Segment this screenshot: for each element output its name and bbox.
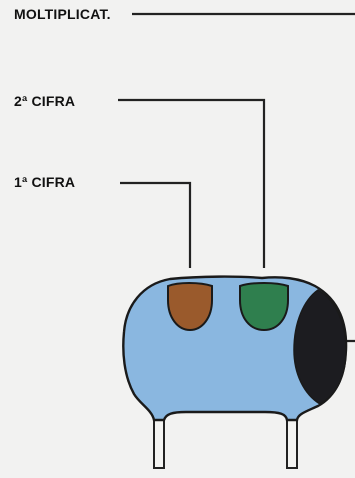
label-first-digit: 1ª CIFRA — [14, 174, 76, 190]
band-second — [239, 282, 289, 332]
callout-line-first — [120, 181, 192, 268]
label-second-digit: 2ª CIFRA — [14, 93, 76, 109]
lead-left — [153, 419, 165, 469]
band-first — [167, 282, 213, 332]
band-multiplier — [293, 289, 347, 405]
lead-right — [286, 419, 298, 469]
callout-line-second — [118, 98, 266, 268]
label-multiplier: MOLTIPLICAT. — [14, 6, 111, 22]
resistor-leads — [153, 419, 298, 469]
resistor-body — [122, 275, 348, 422]
